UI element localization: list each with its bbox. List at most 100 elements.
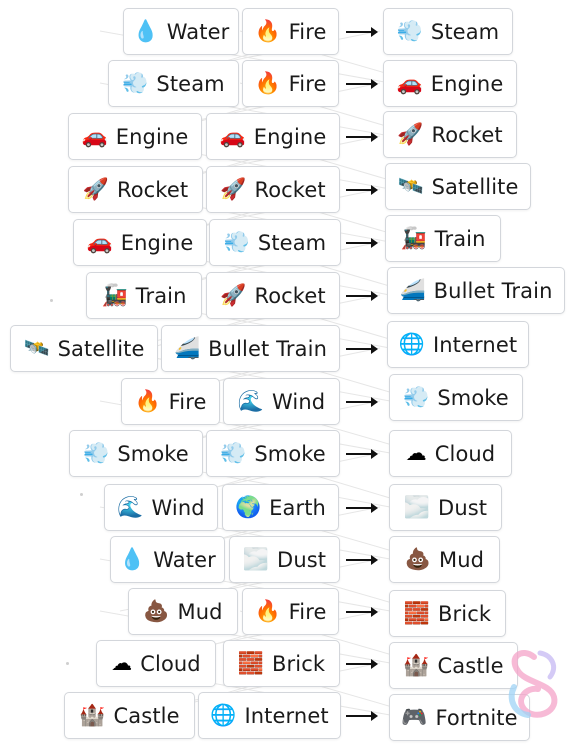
poop-icon: 💩: [143, 599, 170, 623]
element-label: Mud: [439, 547, 485, 572]
first-element-castle[interactable]: 🏰 Castle: [64, 692, 195, 739]
first-element-rocket[interactable]: 🚀Rocket: [68, 166, 203, 213]
locomotive-icon: 🚂: [400, 226, 427, 250]
second-element-earth[interactable]: 🌍 Earth: [222, 484, 339, 531]
result-element-cloud[interactable]: ☁Cloud: [389, 430, 512, 477]
rocket-icon: 🚀: [397, 122, 424, 146]
second-element-engine[interactable]: 🚗Engine: [206, 113, 340, 160]
second-element-rocket[interactable]: 🚀Rocket: [206, 272, 340, 319]
element-label: Water: [153, 547, 216, 572]
arrow-right-icon: [346, 503, 378, 513]
background-dot: [80, 493, 83, 496]
second-element-fire[interactable]: 🔥Fire: [242, 8, 339, 55]
element-label: Fire: [288, 71, 327, 96]
bullet-train-icon: 🚄: [174, 336, 201, 360]
result-element-dust[interactable]: 🌫️Dust: [389, 484, 502, 531]
element-label: Train: [135, 283, 187, 308]
second-element-steam[interactable]: 💨 Steam: [209, 219, 341, 266]
element-label: Rocket: [254, 177, 326, 202]
background-dot: [50, 299, 53, 302]
element-label: Smoke: [437, 385, 509, 410]
element-label: Fire: [288, 599, 327, 624]
castle-icon: 🏰: [79, 703, 106, 727]
smoke-puff-icon: 💨: [220, 441, 247, 465]
arrow-right-icon: [346, 344, 378, 354]
result-element-steam[interactable]: 💨Steam: [383, 8, 513, 55]
car-icon: 🚗: [219, 124, 246, 148]
earth-globe-icon: 🌍: [235, 495, 262, 519]
second-element-internet[interactable]: 🌐 Internet: [198, 692, 341, 739]
element-label: Brick: [272, 651, 326, 676]
element-label: Rocket: [431, 122, 503, 147]
element-label: Engine: [120, 230, 194, 255]
locomotive-icon: 🚂: [101, 283, 128, 307]
steam-puff-icon: 💨: [396, 19, 423, 43]
element-label: Satellite: [57, 336, 145, 361]
result-element-castle[interactable]: 🏰Castle: [389, 642, 518, 689]
rocket-icon: 🚀: [220, 177, 247, 201]
second-element-rocket[interactable]: 🚀 Rocket: [206, 166, 340, 213]
car-icon: 🚗: [396, 71, 423, 95]
second-element-brick[interactable]: 🧱 Brick: [223, 640, 340, 687]
first-element-steam[interactable]: 💨 Steam: [108, 60, 239, 107]
arrow-right-icon: [346, 132, 378, 142]
second-element-dust[interactable]: 🌫️Dust: [229, 536, 340, 583]
result-element-bullet-train[interactable]: 🚄Bullet Train: [387, 267, 565, 314]
arrow-right-icon: [346, 238, 378, 248]
second-element-fire[interactable]: 🔥Fire: [242, 588, 339, 635]
result-element-internet[interactable]: 🌐Internet: [387, 321, 529, 368]
result-element-rocket[interactable]: 🚀 Rocket: [383, 111, 517, 158]
globe-meridians-icon: 🌐: [210, 703, 237, 727]
element-label: Earth: [269, 495, 326, 520]
arrow-right-icon: [346, 27, 378, 37]
result-element-fortnite[interactable]: 🎮 Fortnite: [389, 694, 530, 741]
first-element-smoke[interactable]: 💨Smoke: [69, 430, 203, 477]
first-element-fire[interactable]: 🔥Fire: [121, 378, 220, 425]
element-label: Internet: [244, 703, 329, 728]
second-element-bullet-train[interactable]: 🚄 Bullet Train: [161, 325, 340, 372]
result-element-smoke[interactable]: 💨Smoke: [389, 374, 523, 421]
wind-wave-icon: 🌊: [117, 495, 144, 519]
rocket-icon: 🚀: [82, 177, 109, 201]
background-dot: [66, 662, 69, 665]
element-label: Engine: [115, 124, 189, 149]
first-element-satellite[interactable]: 🛰️ Satellite: [10, 325, 158, 372]
cloud-icon: ☁: [111, 651, 133, 675]
element-label: Steam: [156, 71, 225, 96]
result-element-train[interactable]: 🚂 Train: [385, 215, 501, 262]
first-element-wind[interactable]: 🌊 Wind: [104, 484, 218, 531]
element-label: Smoke: [117, 441, 189, 466]
arrow-right-icon: [346, 659, 378, 669]
first-element-engine[interactable]: 🚗Engine: [68, 113, 202, 160]
element-label: Bullet Train: [433, 278, 553, 303]
second-element-smoke[interactable]: 💨Smoke: [206, 430, 340, 477]
element-label: Steam: [257, 230, 327, 255]
result-element-engine[interactable]: 🚗Engine: [383, 60, 517, 107]
second-element-wind[interactable]: 🌊Wind: [223, 378, 340, 425]
first-element-water[interactable]: 💧Water: [123, 8, 239, 55]
gamepad-icon: 🎮: [401, 705, 428, 729]
water-drop-icon: 💧: [119, 547, 146, 571]
first-element-engine[interactable]: 🚗Engine: [73, 219, 207, 266]
result-element-brick[interactable]: 🧱Brick: [389, 590, 506, 637]
element-label: Train: [434, 226, 486, 251]
arrow-right-icon: [346, 555, 378, 565]
satellite-icon: 🛰️: [23, 336, 50, 360]
element-label: Fortnite: [435, 705, 518, 730]
element-label: Brick: [438, 601, 492, 626]
result-element-satellite[interactable]: 🛰️Satellite: [385, 163, 531, 210]
result-element-mud[interactable]: 💩Mud: [389, 536, 500, 583]
element-label: Bullet Train: [208, 336, 327, 361]
second-element-fire[interactable]: 🔥Fire: [242, 60, 339, 107]
steam-puff-icon: 💨: [223, 230, 250, 254]
first-element-water[interactable]: 💧 Water: [110, 536, 225, 583]
element-label: Wind: [151, 495, 205, 520]
first-element-cloud[interactable]: ☁Cloud: [96, 640, 216, 687]
steam-puff-icon: 💨: [122, 71, 149, 95]
element-label: Internet: [432, 332, 518, 357]
first-element-mud[interactable]: 💩Mud: [128, 588, 238, 635]
brick-icon: 🧱: [237, 651, 265, 675]
first-element-train[interactable]: 🚂 Train: [86, 272, 202, 319]
element-label: Castle: [113, 703, 180, 728]
fire-icon: 🔥: [254, 19, 281, 43]
